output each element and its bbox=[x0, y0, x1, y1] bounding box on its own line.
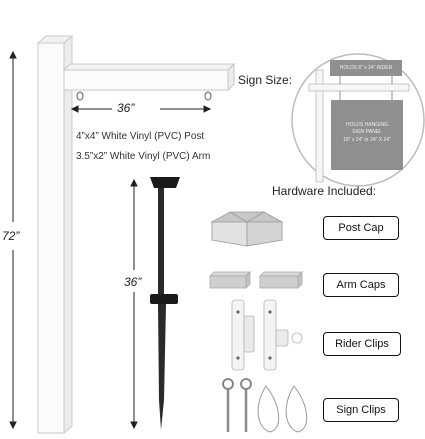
post-cap-illustration bbox=[210, 211, 284, 247]
rider-clips-label: Rider Clips bbox=[323, 332, 401, 356]
sign-clips-label: Sign Clips bbox=[323, 398, 399, 422]
arm-spec-text: 3.5”x2” White Vinyl (PVC) Arm bbox=[76, 151, 211, 162]
arm-width-arrow bbox=[70, 105, 212, 113]
arm-width-label: 36” bbox=[117, 101, 135, 115]
panel-text-1: HOLDS HANGING bbox=[346, 122, 388, 128]
panel-text-3: 18” x 24” or 24” X 24” bbox=[343, 137, 391, 143]
sign-size-diagram bbox=[291, 53, 425, 187]
hardware-title: Hardware Included: bbox=[272, 184, 377, 198]
vinyl-arm bbox=[62, 62, 236, 101]
post-height-arrow bbox=[9, 50, 17, 430]
arm-caps-label: Arm Caps bbox=[323, 273, 399, 297]
panel-text-2: SIGN PANEL bbox=[352, 129, 382, 135]
post-spec-text: 4”x4” White Vinyl (PVC) Post bbox=[76, 131, 205, 142]
stake-height-arrow bbox=[130, 178, 138, 430]
stake-height-label: 36” bbox=[124, 275, 142, 289]
ground-stake bbox=[150, 177, 180, 430]
post-height-label: 72” bbox=[2, 229, 20, 243]
rider-text: HOLDS 6” x 24” RIDER bbox=[339, 65, 393, 71]
arm-caps-illustration bbox=[209, 271, 303, 289]
rider-clips-illustration bbox=[231, 299, 303, 371]
vinyl-post bbox=[36, 34, 74, 435]
sign-clips-illustration bbox=[222, 378, 308, 433]
sign-size-label: Sign Size: bbox=[238, 73, 293, 87]
post-cap-label: Post Cap bbox=[323, 216, 399, 240]
